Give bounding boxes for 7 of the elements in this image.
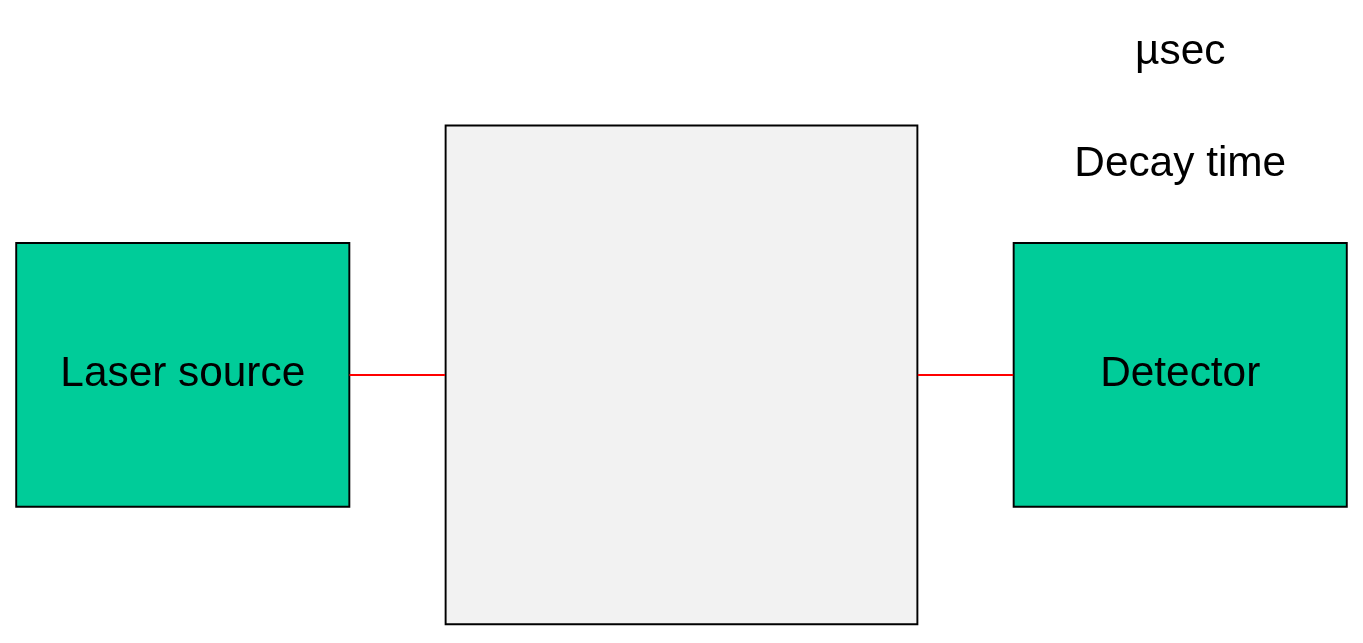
label: Decay time — [1074, 137, 1287, 185]
connector — [916, 373, 1015, 376]
node-box: Laser source — [15, 242, 351, 508]
label: µsec — [1135, 26, 1226, 74]
node-box: Detector — [1012, 242, 1348, 508]
node-box — [444, 124, 919, 626]
connector — [348, 373, 446, 376]
